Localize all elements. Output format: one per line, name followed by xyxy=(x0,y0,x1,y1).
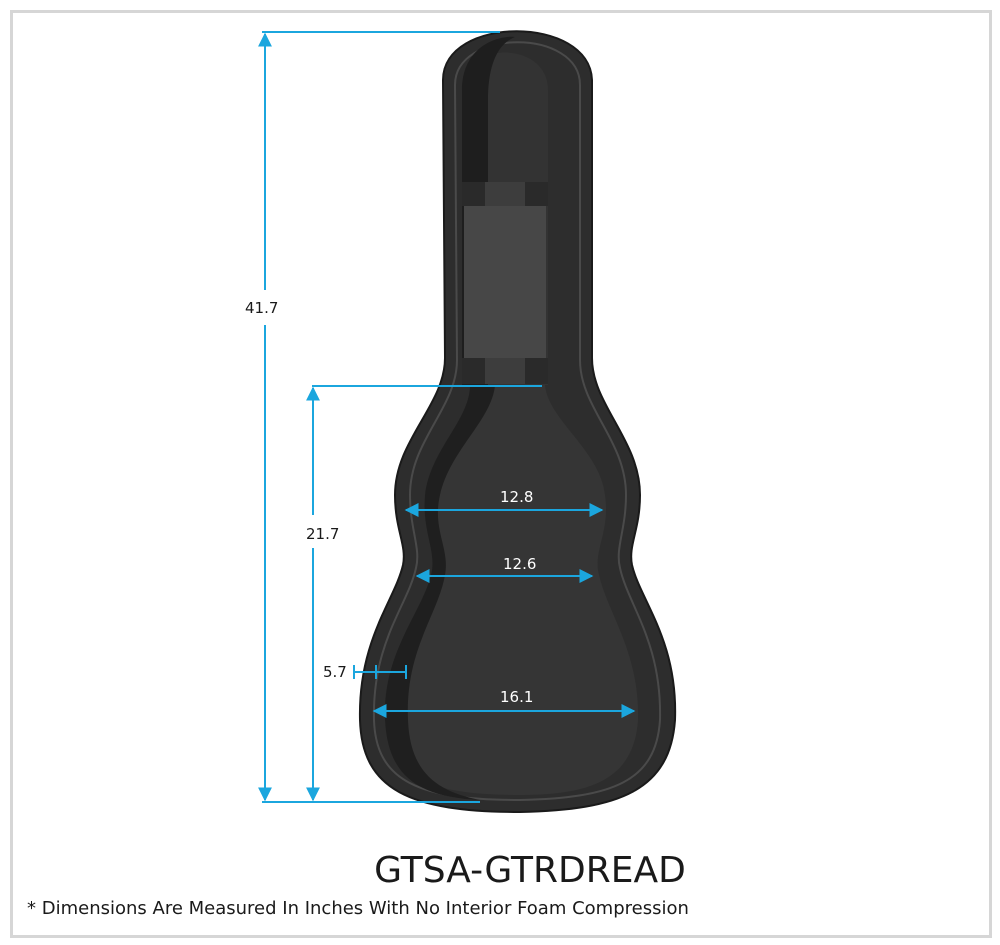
depth-label: 5.7 xyxy=(323,663,347,681)
upper-bout-label: 12.8 xyxy=(500,488,534,506)
model-name: GTSA-GTRDREAD xyxy=(374,850,686,891)
waist-label: 12.6 xyxy=(503,555,537,573)
neck-block-lower-center xyxy=(485,358,525,384)
body-interior xyxy=(384,385,639,795)
body-length-label: 21.7 xyxy=(306,525,340,543)
lower-bout-label: 16.1 xyxy=(500,688,534,706)
footnote: * Dimensions Are Measured In Inches With… xyxy=(27,898,689,919)
body-interior-shadow xyxy=(384,385,495,800)
case-rim xyxy=(372,41,662,802)
overall-length-label: 41.7 xyxy=(245,299,279,317)
neck-block-upper-center xyxy=(485,182,525,206)
neck-pad xyxy=(464,206,546,358)
